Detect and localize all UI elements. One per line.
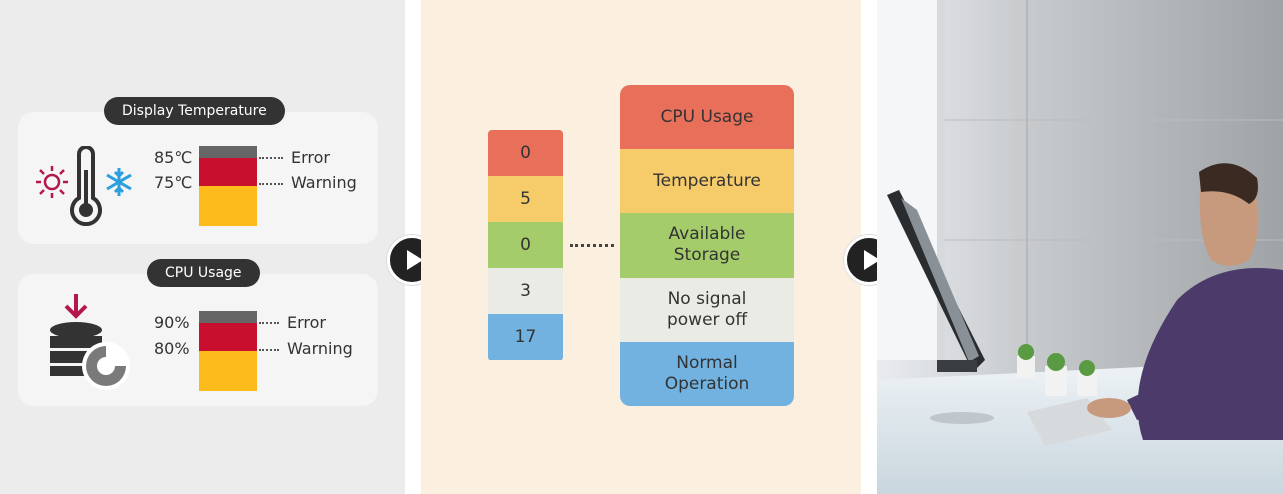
status-count-column: 0 5 0 3 17 — [488, 130, 563, 361]
cpu-level-bar — [199, 311, 257, 391]
cpu-icons — [50, 294, 130, 390]
connector-dots — [570, 244, 614, 247]
temperature-error-label: Error — [291, 148, 330, 167]
thermometer-icon — [70, 146, 102, 226]
status-legend: CPU Usage Temperature Available Storage … — [620, 85, 794, 406]
legend-normal-operation: Normal Operation — [620, 341, 794, 406]
temperature-warning-threshold: 75℃ — [154, 173, 193, 192]
sun-icon — [36, 166, 68, 198]
bar-top-segment — [199, 146, 257, 158]
pie-chart-icon — [82, 342, 130, 390]
bar-error-segment — [199, 323, 257, 351]
monitoring-thresholds-panel — [0, 0, 405, 494]
count-temperature: 5 — [488, 176, 563, 222]
temperature-error-threshold: 85℃ — [154, 148, 193, 167]
error-leader-line — [259, 157, 283, 159]
cpu-error-threshold: 90% — [154, 313, 190, 332]
legend-available-storage: Available Storage — [620, 213, 794, 278]
display-temperature-title: Display Temperature — [104, 97, 285, 125]
temperature-level-bar — [199, 146, 257, 226]
cpu-usage-title: CPU Usage — [147, 259, 260, 287]
legend-no-signal: No signal power off — [620, 277, 794, 342]
bar-top-segment — [199, 311, 257, 323]
bar-error-segment — [199, 158, 257, 186]
temperature-warning-label: Warning — [291, 173, 357, 192]
warning-leader-line — [259, 349, 279, 351]
cpu-error-label: Error — [287, 313, 326, 332]
snowflake-icon — [106, 168, 132, 196]
bar-warning-segment — [199, 186, 257, 226]
count-normal-operation: 17 — [488, 314, 563, 360]
office-photo — [877, 0, 1283, 494]
legend-cpu-usage: CPU Usage — [620, 85, 794, 150]
temperature-icons — [36, 146, 132, 226]
cpu-warning-label: Warning — [287, 339, 353, 358]
cpu-warning-threshold: 80% — [154, 339, 190, 358]
legend-temperature: Temperature — [620, 149, 794, 214]
bar-warning-segment — [199, 351, 257, 391]
count-cpu-usage: 0 — [488, 130, 563, 176]
count-available-storage: 0 — [488, 222, 563, 268]
count-no-signal: 3 — [488, 268, 563, 314]
warning-leader-line — [259, 183, 283, 185]
error-leader-line — [259, 322, 279, 324]
